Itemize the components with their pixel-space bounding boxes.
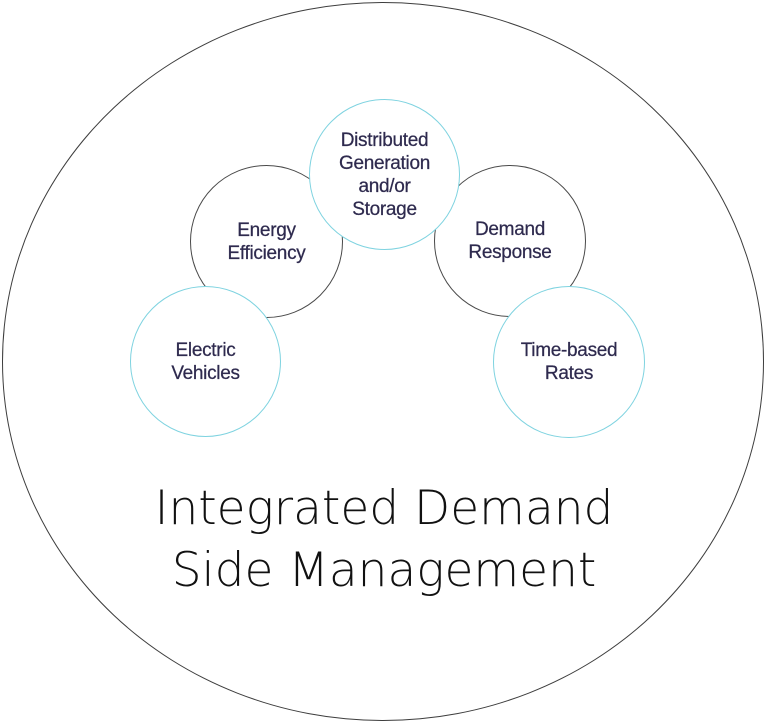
node-label-electric-vehicles: Electric Vehicles [171, 339, 240, 384]
node-label-time-based-rates: Time-based Rates [520, 340, 618, 384]
node-label-demand-response: Demand Response [468, 219, 552, 263]
node-time-based-rates: Time-based Rates [493, 286, 645, 438]
node-electric-vehicles: Electric Vehicles [130, 286, 281, 437]
node-label-energy-efficiency: Energy Efficiency [227, 219, 306, 264]
node-distributed-generation: Distributed Generation and/or Storage [309, 99, 460, 250]
node-label-distributed-generation: Distributed Generation and/or Storage [338, 129, 431, 220]
diagram-title: Integrated Demand Side Management [154, 481, 614, 598]
